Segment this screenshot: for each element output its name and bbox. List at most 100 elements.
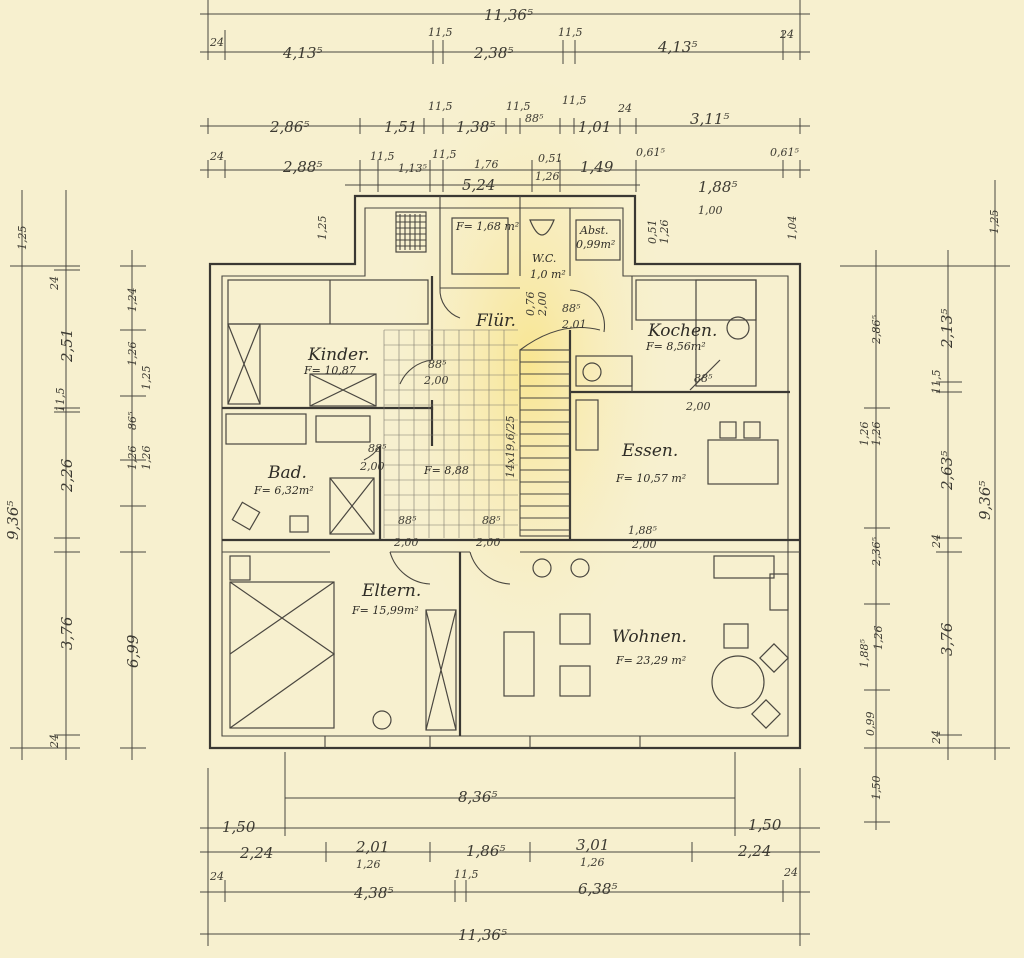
top-dim-label: 11,5 bbox=[428, 26, 453, 39]
left-overall-dim: 9,36⁵ bbox=[4, 501, 22, 540]
door-swings bbox=[363, 287, 606, 585]
right-dim-label: 1,26 bbox=[858, 422, 871, 447]
top-dim-label: 0,61⁵ bbox=[770, 146, 799, 159]
bottom-dimensions: 8,36⁵ 1,50 1,50 2,24 2,01 1,26 1,86⁵ 3,0… bbox=[200, 752, 820, 946]
room-name-abst: Abst. bbox=[579, 224, 609, 237]
left-dim-label: 1,26 bbox=[126, 342, 139, 367]
room-area-wc: 1,0 m² bbox=[530, 268, 566, 281]
left-dim-label: 1,25 bbox=[16, 226, 29, 251]
room-area-bad: F= 6,32m² bbox=[253, 484, 314, 497]
room-area-essen: F= 10,57 m² bbox=[615, 472, 686, 485]
room-name-eltern: Eltern. bbox=[361, 581, 421, 601]
top-dim-label: 1,01 bbox=[578, 118, 611, 136]
left-dim-label: 1,26 bbox=[126, 446, 139, 471]
room-name-wc: W.C. bbox=[532, 252, 556, 265]
door-label: 0,51 bbox=[646, 220, 659, 245]
room-name-kochen: Kochen. bbox=[647, 321, 717, 341]
top-dim-label: 24 bbox=[617, 102, 632, 115]
left-dim-label: 86⁵ bbox=[126, 411, 139, 430]
room-area-kinder: F= 10,87 bbox=[303, 364, 356, 377]
room-name-bad: Bad. bbox=[267, 463, 307, 483]
paper-glow bbox=[300, 0, 760, 958]
room-name-flur: Flür. bbox=[475, 311, 516, 331]
right-dim-label: 1,04 bbox=[786, 216, 799, 241]
room-name-kinder: Kinder. bbox=[307, 345, 370, 365]
left-dim-label: 1,24 bbox=[126, 288, 139, 313]
right-dim-label: 24 bbox=[930, 730, 943, 745]
door-label: 2,00 bbox=[685, 400, 711, 413]
right-dim-label: 1,50 bbox=[870, 776, 883, 801]
top-dim-label: 4,13⁵ bbox=[282, 44, 322, 62]
top-dim-label: 1,13⁵ bbox=[398, 162, 427, 175]
bottom-dim-label: 1,50 bbox=[222, 818, 256, 836]
door-label: 2,00 bbox=[393, 536, 419, 549]
left-dim-label: 3,76 bbox=[58, 616, 76, 650]
essen-furniture bbox=[575, 399, 779, 485]
top-dim-label: 1,51 bbox=[384, 118, 417, 136]
right-dim-label: 3,76 bbox=[938, 622, 956, 656]
top-dim-label: 1,25 bbox=[316, 216, 329, 241]
bottom-overall-dim: 11,36⁵ bbox=[458, 926, 507, 944]
bottom-dim-label: 2,01 bbox=[355, 838, 389, 856]
bottom-dim-label: 8,36⁵ bbox=[458, 788, 497, 806]
right-dim-label: 2,13⁵ bbox=[938, 309, 956, 349]
door-label: 2,00 bbox=[631, 538, 657, 551]
top-dim-label: 11,5 bbox=[428, 100, 453, 113]
right-dim-label: 1,26 bbox=[870, 422, 883, 447]
door-labels: 88⁵ 2,00 88⁵ 2,00 88⁵ 2,00 88⁵ 2,00 88⁵ … bbox=[359, 220, 713, 552]
left-dim-label: 6,99 bbox=[124, 634, 142, 668]
left-dim-label: 24 bbox=[48, 276, 61, 291]
top-dim-label: 0,51 bbox=[538, 152, 563, 165]
door-label: 2,00 bbox=[475, 536, 501, 549]
top-dim-label: 2,88⁵ bbox=[282, 158, 322, 176]
top-dim-label: 24 bbox=[779, 28, 794, 41]
door-label: 2,00 bbox=[423, 374, 449, 387]
door-label: 88⁵ bbox=[562, 302, 581, 315]
top-dim-label: 1,38⁵ bbox=[456, 118, 495, 136]
room-area-abst: 0,99m² bbox=[576, 238, 615, 251]
right-dim-label: 2,63⁵ bbox=[938, 451, 956, 491]
top-overall-dim: 11,36⁵ bbox=[484, 6, 533, 24]
bottom-dim-label: 4,38⁵ bbox=[353, 884, 393, 902]
door-label: 1,88⁵ bbox=[628, 524, 657, 537]
right-dim-label: 11,5 bbox=[930, 370, 943, 395]
building-walls bbox=[208, 194, 802, 750]
room-area-eltern: F= 15,99m² bbox=[351, 604, 419, 617]
top-dim-label: 1,76 bbox=[474, 158, 499, 171]
top-dim-label: 11,5 bbox=[432, 148, 457, 161]
top-dimensions: 11,36⁵ 24 4,13⁵ 11,5 2,38⁵ 11,5 4,13⁵ 24… bbox=[200, 0, 810, 240]
bottom-dim-label: 24 bbox=[209, 870, 224, 883]
room-area-flur: F= 8,88 bbox=[423, 464, 469, 477]
bottom-dim-label: 24 bbox=[783, 866, 798, 879]
top-dim-label: 4,13⁵ bbox=[657, 38, 697, 56]
bottom-dim-label: 2,24 bbox=[737, 842, 771, 860]
stair-label: 14x19,6/25 bbox=[504, 416, 517, 478]
stair-run: 14x19,6/25 bbox=[504, 327, 601, 537]
left-dim-label: 2,51 bbox=[58, 329, 76, 363]
wohnen-furniture bbox=[503, 555, 789, 729]
bad-fixtures bbox=[225, 413, 375, 535]
top-dim-label: 2,38⁵ bbox=[473, 44, 513, 62]
kitchen-fixtures bbox=[575, 279, 757, 391]
left-dim-label: 1,25 bbox=[140, 366, 153, 391]
left-dim-label: 2,26 bbox=[58, 458, 76, 493]
door-label: 88⁵ bbox=[482, 514, 501, 527]
left-dimensions: 9,36⁵ 1,25 24 3,76 24 2,51 11,5 2,26 6,9… bbox=[4, 190, 153, 760]
door-label: 88⁵ bbox=[368, 442, 387, 455]
bottom-dim-label: 1,26 bbox=[356, 858, 381, 871]
left-dim-label: 11,5 bbox=[54, 388, 67, 413]
top-dim-label: 1,26 bbox=[535, 170, 560, 183]
door-label: 2,00 bbox=[359, 460, 385, 473]
top-dim-label: 0,61⁵ bbox=[636, 146, 665, 159]
door-label: 1,26 bbox=[658, 220, 671, 245]
right-dim-label: 2,36⁵ bbox=[870, 537, 883, 567]
right-dim-label: 2,86⁵ bbox=[870, 315, 883, 345]
kinder-furniture bbox=[227, 279, 429, 443]
door-label: 88⁵ bbox=[398, 514, 417, 527]
top-dim-label: 3,11⁵ bbox=[690, 110, 729, 128]
utility-fixtures bbox=[395, 211, 621, 275]
top-dim-label: 1,00 bbox=[698, 204, 723, 217]
top-dim-label: 11,5 bbox=[506, 100, 531, 113]
right-dim-label: 24 bbox=[930, 534, 943, 549]
door-label: 0,76 bbox=[524, 292, 537, 317]
